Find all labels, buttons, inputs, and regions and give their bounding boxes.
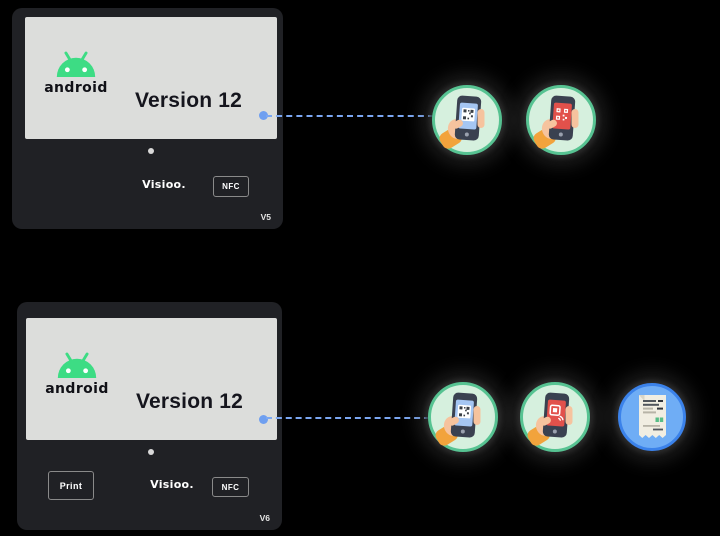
icon-circle-phone-qr-red bbox=[526, 85, 596, 155]
icon-circle-phone-qr-blue bbox=[432, 85, 502, 155]
android-wordmark: android bbox=[45, 381, 109, 397]
camera-dot bbox=[148, 449, 154, 455]
receipt-icon bbox=[639, 395, 666, 438]
icon-circle-phone-qr-blue bbox=[428, 382, 498, 452]
icon-circle-receipt bbox=[618, 383, 686, 451]
variant-badge: V5 bbox=[260, 212, 271, 222]
nfc-button[interactable]: NFC bbox=[213, 176, 249, 197]
android-terminal-v6: android Version 12 Print Visioo. NFC V6 bbox=[17, 302, 282, 530]
hand-phone-qr-icon bbox=[533, 95, 579, 149]
android-robot-icon bbox=[57, 352, 97, 378]
print-button[interactable]: Print bbox=[48, 471, 94, 500]
brand-logo: Visioo. bbox=[150, 478, 194, 491]
android-robot-icon bbox=[56, 51, 96, 77]
version-label: Version 12 bbox=[136, 390, 244, 413]
version-label: Version 12 bbox=[135, 89, 243, 112]
dashed-connector-top bbox=[266, 115, 434, 117]
variant-badge: V6 bbox=[259, 513, 270, 523]
camera-dot bbox=[148, 148, 154, 154]
connector-endpoint-dot bbox=[259, 415, 268, 424]
nfc-button[interactable]: NFC bbox=[212, 477, 249, 497]
terminal-screen: android Version 12 bbox=[25, 17, 277, 139]
android-logo: android bbox=[44, 350, 110, 397]
hand-phone-qr-icon bbox=[439, 95, 485, 149]
hand-phone-dynamic-qr-icon bbox=[527, 392, 573, 446]
connector-endpoint-dot bbox=[259, 111, 268, 120]
dashed-connector-bottom bbox=[266, 417, 430, 419]
android-logo: android bbox=[43, 49, 109, 96]
terminal-screen: android Version 12 bbox=[26, 318, 277, 440]
android-wordmark: android bbox=[44, 80, 108, 96]
android-terminal-v5: android Version 12 Visioo. NFC V5 bbox=[12, 8, 283, 229]
hand-phone-qr-icon bbox=[435, 392, 481, 446]
brand-logo: Visioo. bbox=[142, 178, 186, 191]
icon-circle-phone-dynamic-qr-red bbox=[520, 382, 590, 452]
